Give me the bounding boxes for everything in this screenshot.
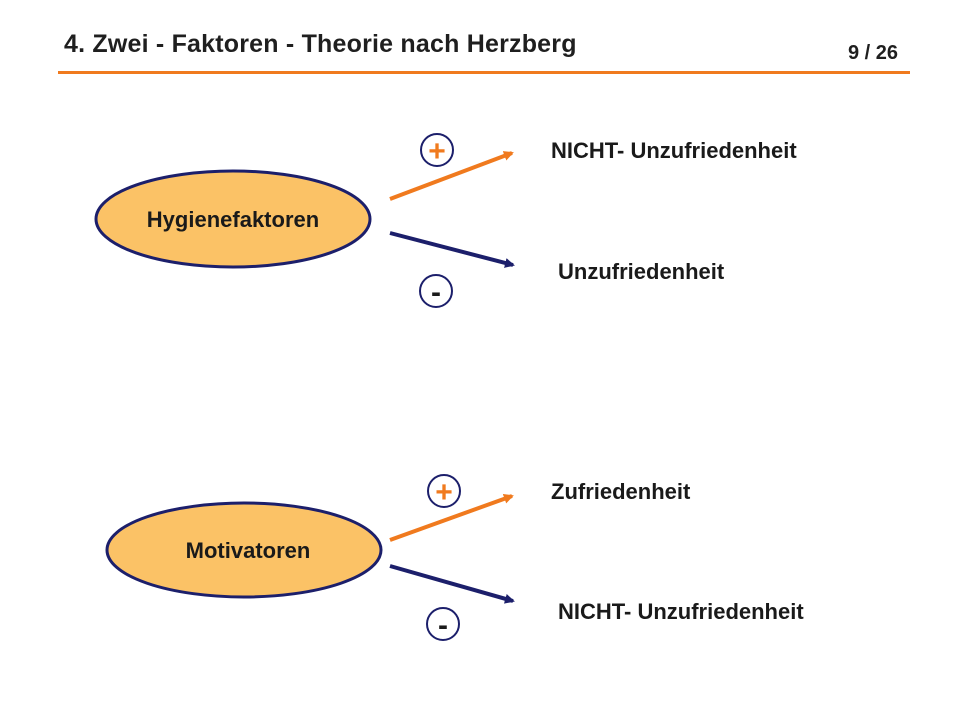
minus-sign-text: - [431,276,441,309]
outcome-satisfaction: Zufriedenheit [551,479,691,504]
slide-title: 4. Zwei - Faktoren - Theorie nach Herzbe… [64,30,577,58]
outcome-dissatisfaction: Unzufriedenheit [558,259,725,284]
motivatoren-ellipse [105,501,383,599]
minus-sign: - [419,274,453,309]
hygienefaktoren-label: Hygienefaktoren [147,207,319,232]
page-number: 9 / 26 [847,42,898,64]
positive-arrow [389,151,514,201]
hygienefaktoren-ellipse [94,169,372,269]
negative-arrow [389,231,515,268]
plus-sign: + [427,474,461,509]
positive-arrow [389,494,514,542]
outcome-not-dissatisfaction: NICHT- Unzufriedenheit [558,599,804,624]
group-hygienefaktoren: Hygienefaktoren + NICHT- Unzufriedenheit… [94,133,797,309]
outcome-not-dissatisfaction: NICHT- Unzufriedenheit [551,138,797,163]
plus-sign-text: + [435,476,453,509]
group-motivatoren: Motivatoren + Zufriedenheit NICHT- Unzuf… [105,474,804,642]
plus-sign-text: + [428,135,446,168]
minus-sign-text: - [438,609,448,642]
minus-sign: - [426,607,460,642]
negative-arrow [389,564,515,604]
plus-sign: + [420,133,454,168]
motivatoren-label: Motivatoren [186,538,311,563]
title-underline [58,71,910,74]
